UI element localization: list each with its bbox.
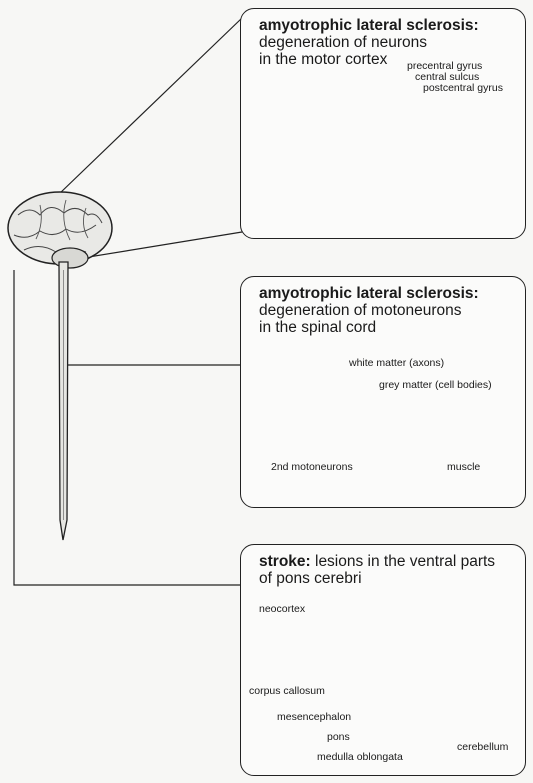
panel-title-line-1: stroke: lesions in the ventral parts [259, 553, 495, 570]
panel-title: stroke: [259, 553, 311, 570]
label-corpus-callosum: corpus callosum [249, 685, 325, 697]
label-grey-matter: grey matter (cell bodies) [379, 379, 492, 391]
label-2nd-motoneurons: 2nd motoneurons [271, 461, 353, 473]
label-white-matter: white matter (axons) [349, 357, 445, 369]
panel-motor-cortex: amyotrophic lateral sclerosis: degenerat… [240, 8, 526, 239]
panel-title-block: amyotrophic lateral sclerosis: degenerat… [259, 285, 479, 336]
label-cerebellum: cerebellum [457, 741, 509, 753]
label-precentral-gyrus: precentral gyrus [407, 60, 483, 72]
label-muscle: muscle [447, 461, 481, 473]
label-pons: pons [327, 731, 350, 743]
label-neocortex: neocortex [259, 603, 306, 615]
panel-subtitle-line-1: lesions in the ventral parts [310, 553, 496, 570]
label-medulla-oblongata: medulla oblongata [317, 751, 403, 763]
panel-title: amyotrophic lateral sclerosis: [259, 285, 479, 302]
panel-subtitle-line-2: of pons cerebri [259, 570, 362, 587]
label-central-sulcus: central sulcus [415, 71, 480, 83]
label-mesencephalon: mesencephalon [277, 711, 352, 723]
panel-title-block: amyotrophic lateral sclerosis: degenerat… [259, 17, 479, 68]
panel-stroke: stroke: lesions in the ventral parts of … [240, 544, 526, 776]
panel-subtitle-line-1: degeneration of motoneurons [259, 302, 462, 319]
panel-subtitle-line-1: degeneration of neurons [259, 34, 428, 51]
spinal-cord-illustration [58, 261, 69, 541]
panel-title: amyotrophic lateral sclerosis: [259, 17, 479, 34]
label-postcentral-gyrus: postcentral gyrus [423, 82, 503, 94]
panel-spinal-cord: amyotrophic lateral sclerosis: degenerat… [240, 276, 526, 508]
panel-title-block: stroke: lesions in the ventral parts of … [259, 553, 495, 587]
small-brain-illustration [7, 191, 113, 269]
connector-lines [13, 17, 243, 586]
panel-subtitle-line-2: in the motor cortex [259, 51, 388, 68]
panel-subtitle-line-2: in the spinal cord [259, 319, 377, 336]
